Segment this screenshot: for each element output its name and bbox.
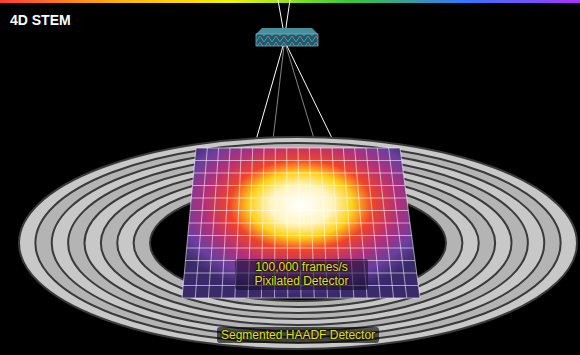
pixel-grid-line [190, 210, 408, 211]
detector-label: Segmented HAADF Detector [217, 327, 379, 343]
pixel-grid-line [196, 148, 400, 149]
detector-glow [182, 148, 420, 298]
pixel-grid-line [195, 160, 402, 161]
pixel-grid-line [189, 223, 410, 224]
sample-top [256, 28, 318, 34]
pixel-grid-line [193, 185, 406, 186]
detector-ring [52, 149, 545, 337]
detector-label: 100,000 frames/s Pixilated Detector [235, 259, 368, 290]
pixel-grid-line [188, 235, 412, 236]
detector-ring [35, 143, 560, 343]
pixel-grid-line [191, 198, 406, 199]
sample-slab [256, 34, 318, 46]
pixel-grid-line [194, 173, 404, 174]
diagram-title: 4D STEM [10, 12, 71, 28]
detector-ring [19, 137, 577, 349]
pixelated-detector: 100,000 frames/s Pixilated Detector [180, 146, 422, 300]
pixel-grid-line [187, 248, 414, 249]
haadf-detector: Segmented HAADF Detector 100,000 frames/s… [18, 137, 580, 355]
pixel-grid-line [182, 298, 420, 299]
